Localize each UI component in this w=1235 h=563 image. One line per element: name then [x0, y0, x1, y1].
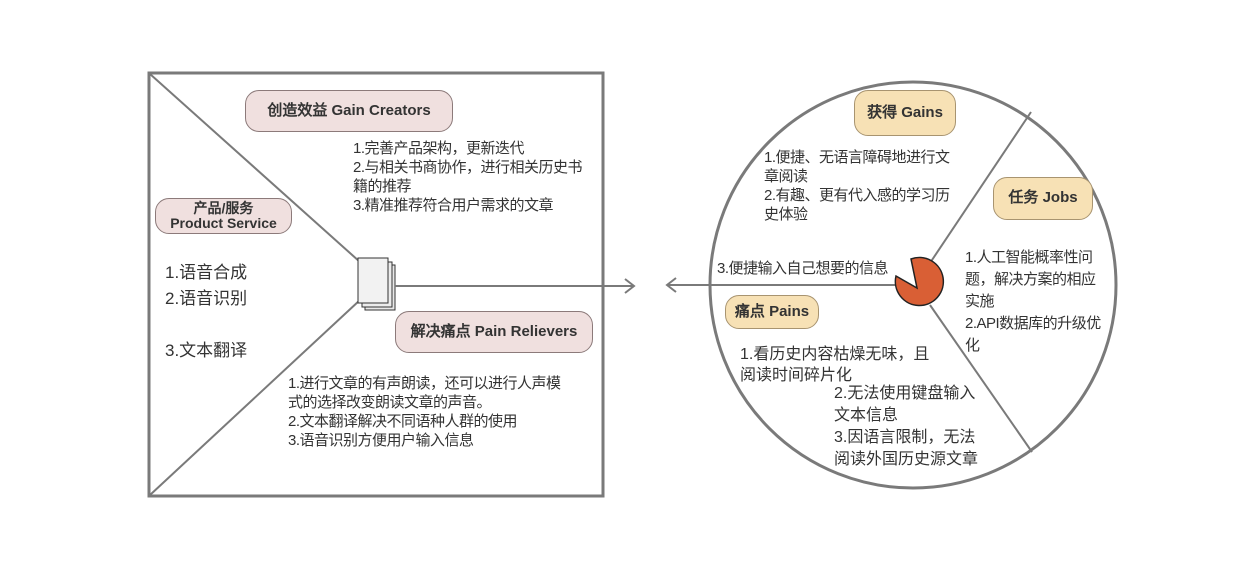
- list-item: 2.与相关书商协作，进行相关历史书: [353, 159, 583, 176]
- list-item: 2.有趣、更有代入感的学习历: [764, 187, 950, 204]
- list-item: 1.看历史内容枯燥无味，且: [740, 346, 930, 363]
- list-item: 籍的推荐: [353, 178, 412, 195]
- list-item: 1.进行文章的有声朗读，还可以进行人声模: [288, 375, 561, 392]
- jobs-list: 1.人工智能概率性问 题，解决方案的相应 实施 2.API数据库的升级优 化: [965, 247, 1101, 357]
- list-item: 2.文本翻译解决不同语种人群的使用: [288, 413, 518, 430]
- list-item: 化: [965, 337, 980, 354]
- pains-list-a: 1.看历史内容枯燥无味，且 阅读时间碎片化: [740, 344, 929, 386]
- list-item: 章阅读: [764, 168, 808, 185]
- list-item: 式的选择改变朗读文章的声音。: [288, 394, 492, 411]
- list-item: 3.精准推荐符合用户需求的文章: [353, 197, 554, 214]
- list-item: 2.语音识别: [165, 289, 248, 308]
- gain-creators-list: 1.完善产品架构，更新迭代 2.与相关书商协作，进行相关历史书 籍的推荐 3.精…: [353, 139, 583, 215]
- product-service-label-line1: 产品/服务: [193, 199, 254, 216]
- list-item: 1.便捷、无语言障碍地进行文: [764, 149, 950, 166]
- diagonal-top: [149, 73, 361, 263]
- list-item: 文本信息: [834, 407, 899, 424]
- gains-list: 1.便捷、无语言障碍地进行文 章阅读 2.有趣、更有代入感的学习历 史体验: [764, 148, 950, 224]
- product-service-label-line2: Product Service: [170, 215, 277, 231]
- list-item: 阅读时间碎片化: [740, 367, 853, 384]
- gains-label: 获得 Gains: [854, 90, 956, 136]
- pains-label: 痛点 Pains: [725, 295, 819, 329]
- list-item: 1.人工智能概率性问: [965, 249, 1093, 266]
- pain-relievers-label-text: 解决痛点 Pain Relievers: [410, 322, 578, 340]
- list-item: 史体验: [764, 206, 808, 223]
- list-item: [165, 312, 247, 338]
- product-service-label: 产品/服务 Product Service: [155, 198, 292, 234]
- pains-label-text: 痛点 Pains: [734, 302, 810, 320]
- jobs-label-text: 任务 Jobs: [1008, 189, 1078, 207]
- pains-list-b: 2.无法使用键盘输入 文本信息 3.因语言限制，无法 阅读外国历史源文章: [834, 383, 978, 471]
- list-item: 题，解决方案的相应: [965, 271, 1096, 288]
- pie-center-icon: [894, 256, 945, 307]
- arrow-head-left-icon: [665, 277, 677, 293]
- list-item: 1.语音合成: [165, 263, 248, 282]
- list-item: 阅读外国历史源文章: [834, 451, 979, 468]
- list-item: 3.文本翻译: [165, 341, 248, 360]
- document-stack-icon: [357, 257, 396, 311]
- list-item: 2.无法使用键盘输入: [834, 385, 976, 402]
- pain-relievers-list: 1.进行文章的有声朗读，还可以进行人声模 式的选择改变朗读文章的声音。 2.文本…: [288, 374, 561, 450]
- gain-creators-label-text: 创造效益 Gain Creators: [267, 101, 431, 119]
- list-item: 1.完善产品架构，更新迭代: [353, 140, 525, 157]
- product-service-list: 1.语音合成 2.语音识别 3.文本翻译: [165, 260, 247, 364]
- gains-extra-item: 3.便捷输入自己想要的信息: [717, 259, 889, 278]
- arrow-head-right-icon: [624, 278, 636, 294]
- pain-relievers-label: 解决痛点 Pain Relievers: [395, 311, 593, 353]
- gain-creators-label: 创造效益 Gain Creators: [245, 90, 453, 132]
- divider-gains-jobs: [929, 111, 1032, 264]
- gains-label-text: 获得 Gains: [867, 103, 943, 121]
- jobs-label: 任务 Jobs: [993, 177, 1093, 220]
- diagonal-bottom: [149, 299, 361, 496]
- divider-jobs-pains: [929, 304, 1033, 453]
- list-item: 2.API数据库的升级优: [965, 315, 1101, 332]
- list-item: 3.因语言限制，无法: [834, 429, 976, 446]
- list-item: 3.语音识别方便用户输入信息: [288, 432, 474, 449]
- list-item: 实施: [965, 293, 995, 310]
- value-map-square: [147, 71, 605, 498]
